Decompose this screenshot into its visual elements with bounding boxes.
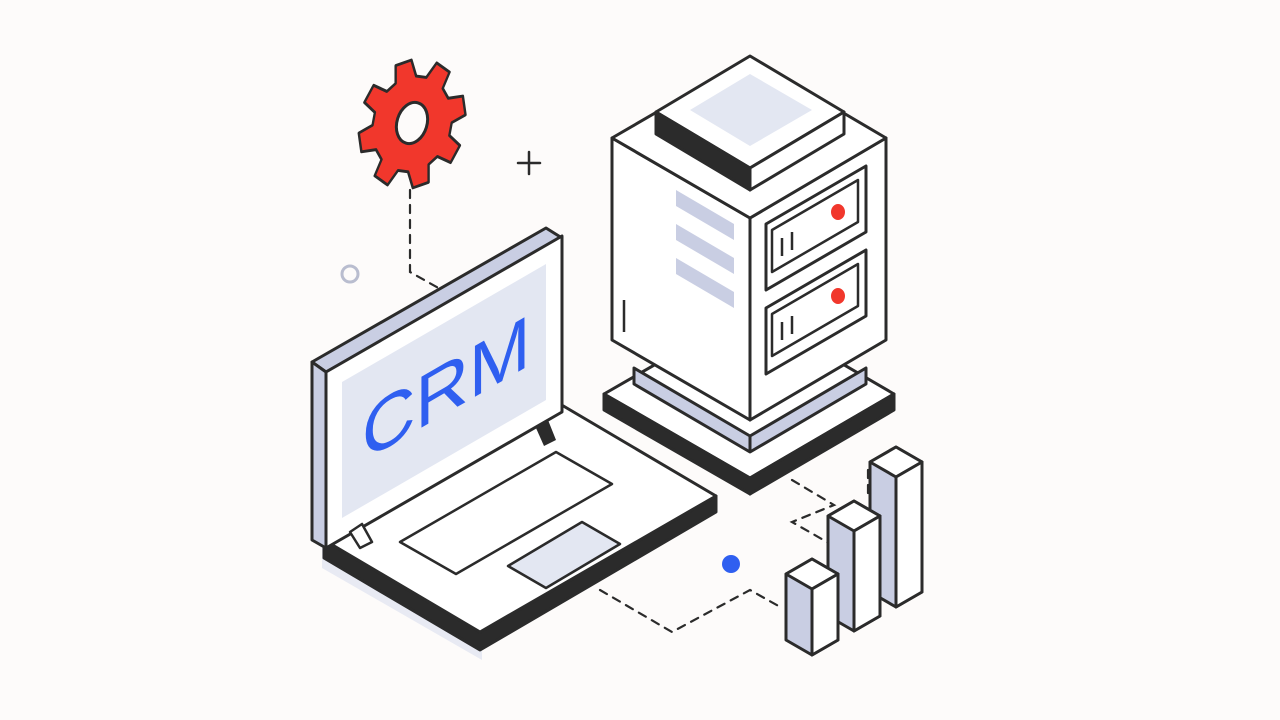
connector-lines bbox=[408, 188, 870, 634]
dot-icon bbox=[722, 555, 740, 573]
plus-icon bbox=[516, 150, 542, 176]
bar-chart-icon bbox=[784, 445, 924, 657]
server-icon bbox=[602, 54, 896, 496]
gear-icon bbox=[357, 58, 467, 190]
status-led-top bbox=[831, 204, 845, 220]
laptop-screen bbox=[342, 264, 546, 518]
ring-icon bbox=[340, 264, 360, 284]
status-led-bottom bbox=[831, 288, 845, 304]
laptop-icon: CRM bbox=[310, 226, 718, 660]
